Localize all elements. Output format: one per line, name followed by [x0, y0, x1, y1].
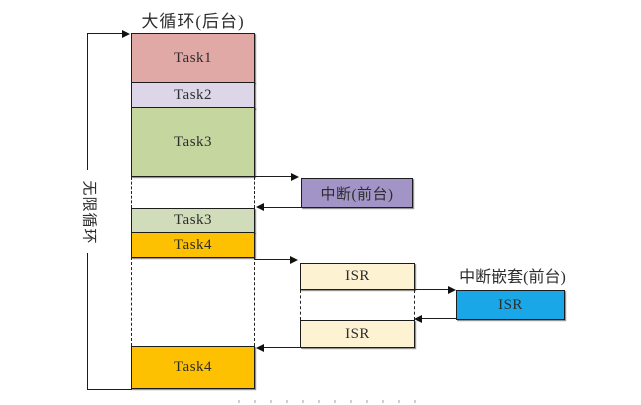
isr-gap-right-dashed-line [413, 290, 415, 320]
cropped-caption-fragment [238, 400, 428, 403]
gap2-right-dashed-line [253, 257, 255, 346]
interrupt-foreground-box: 中断(前台) [301, 178, 413, 208]
isr-gap-left-dashed-line [300, 290, 301, 320]
infinite-loop-label: 无限循环 [80, 180, 97, 245]
interrupt-return-line [264, 206, 301, 208]
task3-resume-box: Task3 [131, 208, 255, 233]
task1-box: Task1 [131, 33, 255, 83]
nested-interrupt-title: 中断嵌套(前台) [459, 269, 566, 286]
isr-top-box: ISR [300, 263, 415, 290]
isr-to-nested-line [415, 289, 451, 290]
loop-line-lower-segment [87, 253, 88, 389]
task4-to-isr-line [255, 259, 292, 260]
task3-box: Task3 [131, 107, 255, 177]
task3-to-interrupt-line [255, 176, 293, 177]
isr-return-arrowhead-icon [256, 343, 264, 352]
gap1-right-dashed-line [253, 177, 255, 208]
loop-entry-line [87, 33, 125, 34]
gap2-left-dashed-line [131, 257, 132, 346]
loop-return-line [87, 388, 132, 390]
loop-entry-arrowhead-icon [122, 29, 130, 38]
isr-to-nested-arrowhead-icon [448, 285, 456, 294]
loop-line-upper-segment [87, 33, 88, 170]
task2-box: Task2 [131, 81, 255, 109]
task3-to-interrupt-arrowhead-icon [291, 172, 299, 181]
task4-resume-box: Task4 [131, 346, 255, 389]
interrupt-return-arrowhead-icon [256, 203, 264, 212]
gap1-left-dashed-line [131, 177, 132, 208]
task4-to-isr-arrowhead-icon [290, 255, 298, 264]
nested-return-line [422, 318, 456, 319]
background-loop-title: 大循环(后台) [141, 12, 245, 31]
nested-isr-box: ISR [456, 290, 565, 320]
nested-return-arrowhead-icon [414, 314, 422, 323]
task4-box: Task4 [131, 232, 255, 258]
isr-bottom-box: ISR [300, 320, 415, 348]
isr-return-line [264, 347, 300, 348]
